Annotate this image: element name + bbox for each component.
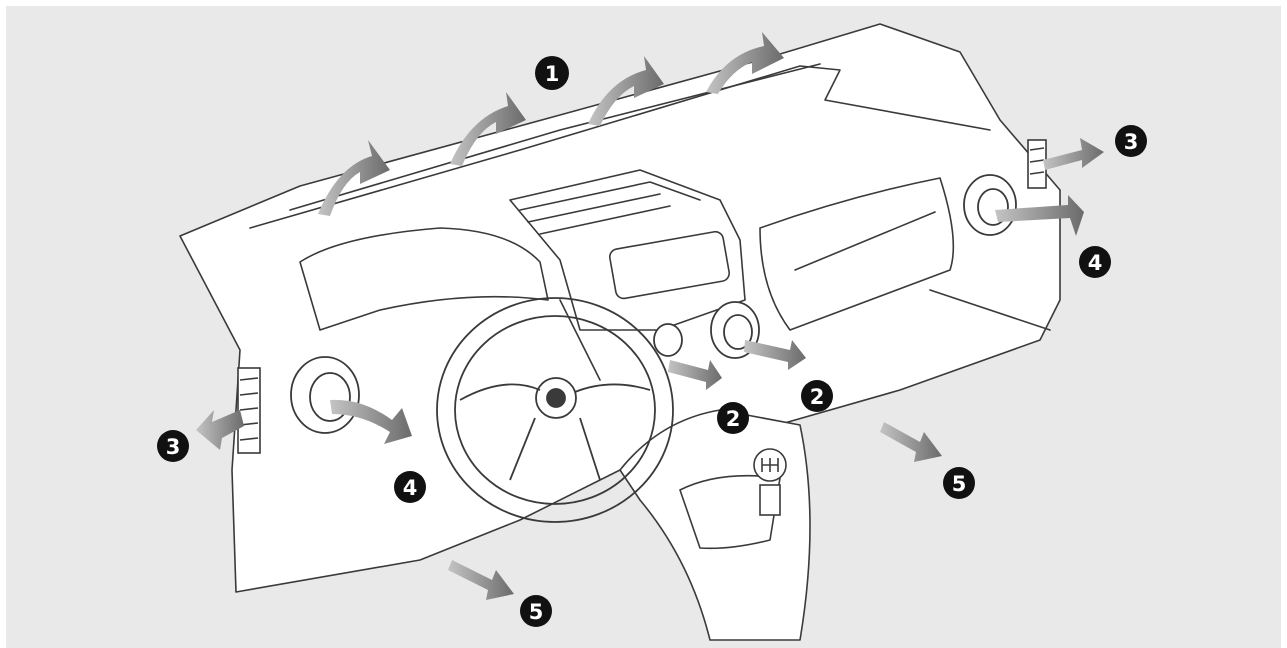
radio-slot	[609, 230, 731, 300]
gear-knob-icon	[753, 448, 787, 516]
callout-marker-4-left: 4	[394, 471, 426, 503]
svg-text:5: 5	[529, 600, 544, 624]
callout-marker-2-left: 2	[717, 402, 749, 434]
dashboard-top-edge	[289, 63, 821, 211]
callout-marker-4-right: 4	[1079, 246, 1111, 278]
svg-text:4: 4	[1088, 251, 1103, 275]
steering-wheel-icon	[436, 297, 674, 523]
lower-dash-fold	[559, 289, 1051, 381]
dashboard-top-ridge	[249, 65, 991, 229]
callout-marker-2-right: 2	[801, 380, 833, 412]
svg-text:4: 4	[403, 476, 418, 500]
callout-marker-3-right: 3	[1115, 125, 1147, 157]
svg-text:3: 3	[1124, 130, 1139, 154]
svg-text:1: 1	[545, 62, 560, 86]
callout-marker-5-left: 5	[520, 595, 552, 627]
callout-markers: 1 3 4 2 2 3 4 5	[157, 56, 1147, 627]
callout-marker-5-right: 5	[943, 467, 975, 499]
svg-text:3: 3	[166, 435, 181, 459]
glovebox-handle	[794, 211, 936, 271]
instrument-hood	[299, 227, 549, 331]
demister-slots	[519, 181, 701, 235]
svg-text:2: 2	[810, 385, 825, 409]
glovebox-lid	[759, 177, 955, 331]
callout-marker-1: 1	[535, 56, 569, 90]
svg-text:2: 2	[726, 407, 741, 431]
callout-marker-3-left: 3	[157, 430, 189, 462]
airflow-arrow-icon	[196, 32, 1104, 600]
svg-text:5: 5	[952, 472, 967, 496]
side-vents	[237, 139, 1047, 454]
